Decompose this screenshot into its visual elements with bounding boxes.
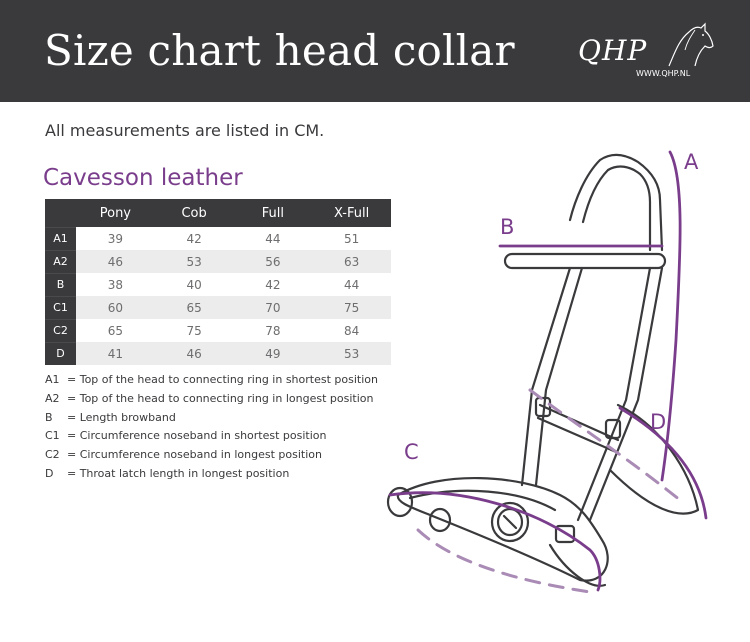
legend-text: = Circumference noseband in longest posi… bbox=[67, 448, 322, 462]
legend-code: D bbox=[45, 466, 54, 480]
buckle-left bbox=[534, 396, 552, 418]
noseband-inner bbox=[408, 489, 557, 512]
table-cell: 42 bbox=[154, 227, 234, 250]
table-cell: 46 bbox=[76, 250, 155, 273]
ring-left bbox=[386, 486, 414, 518]
ring-hook bbox=[502, 514, 518, 530]
head-collar-diagram: A B C D bbox=[380, 140, 740, 610]
row-label: D bbox=[45, 341, 76, 365]
label-b: B bbox=[500, 215, 515, 239]
crownpiece-strap bbox=[568, 153, 664, 252]
table-cell: 75 bbox=[312, 296, 391, 319]
column-header: Pony bbox=[76, 199, 155, 227]
legend-text: = Length browband bbox=[67, 410, 176, 424]
table-cell: 46 bbox=[154, 342, 234, 365]
table-cell: 53 bbox=[154, 250, 234, 273]
cheek-strap-left bbox=[520, 266, 572, 487]
table-cell: 51 bbox=[312, 227, 391, 250]
measure-line-a bbox=[660, 150, 682, 482]
table-cell: 38 bbox=[76, 273, 155, 296]
legend-code: B bbox=[45, 410, 53, 424]
legend-code: A1 bbox=[45, 373, 60, 386]
table-cell: 40 bbox=[154, 273, 234, 296]
table-row: C1 60 65 70 75 bbox=[45, 295, 391, 319]
table-cell: 44 bbox=[312, 273, 391, 296]
table-row: C2 65 75 78 84 bbox=[45, 318, 391, 342]
table-cell: 84 bbox=[312, 319, 391, 342]
ring-center bbox=[490, 501, 530, 543]
table-row: A1 39 42 44 51 bbox=[45, 226, 391, 250]
legend-item: B = Length browband bbox=[45, 409, 378, 428]
buckle-right bbox=[604, 418, 622, 440]
browband bbox=[503, 252, 667, 270]
row-label: B bbox=[45, 272, 76, 296]
label-c: C bbox=[404, 440, 419, 464]
legend-item: C1 = Circumference noseband in shortest p… bbox=[45, 427, 378, 446]
table-cell: 53 bbox=[312, 342, 391, 365]
legend-item: D = Throat latch length in longest positi… bbox=[45, 465, 378, 484]
legend-code: C1 bbox=[45, 429, 60, 443]
page-title: Size chart head collar bbox=[44, 26, 515, 75]
cheek-strap-right-inner bbox=[576, 266, 652, 522]
intro-text: All measurements are listed in CM. bbox=[45, 121, 325, 140]
table-cell: 41 bbox=[76, 342, 155, 365]
measure-line-c-dashed bbox=[416, 528, 592, 594]
label-a: A bbox=[684, 150, 699, 174]
table-row: A2 46 53 56 63 bbox=[45, 249, 391, 273]
row-label: C2 bbox=[45, 318, 76, 342]
measurement-legend: A1 = Top of the head to connecting ring i… bbox=[45, 371, 378, 484]
corner-cell bbox=[45, 199, 76, 227]
qhp-logo: QHP WWW.QHP.NL bbox=[570, 22, 720, 86]
label-d: D bbox=[650, 410, 667, 434]
table-cell: 78 bbox=[233, 319, 313, 342]
table-cell: 65 bbox=[76, 319, 155, 342]
legend-code: C2 bbox=[45, 448, 60, 462]
head-collar-illustration bbox=[386, 150, 708, 594]
cheek-strap-right bbox=[588, 266, 664, 522]
legend-text: = Circumference noseband in shortest pos… bbox=[67, 429, 327, 443]
size-table: Pony Cob Full X-Full A1 39 42 44 51 A2 4… bbox=[45, 199, 391, 365]
logo-url: WWW.QHP.NL bbox=[636, 69, 691, 78]
table-cell: 42 bbox=[233, 273, 313, 296]
table-cell: 75 bbox=[154, 319, 234, 342]
cheek-strap-left-inner bbox=[534, 266, 584, 487]
crownpiece-inner bbox=[581, 165, 652, 252]
table-cell: 70 bbox=[233, 296, 313, 319]
table-row: D 41 46 49 53 bbox=[45, 341, 391, 365]
throat-connector-2 bbox=[536, 416, 618, 454]
table-cell: 56 bbox=[233, 250, 313, 273]
legend-text: = Throat latch length in longest positio… bbox=[67, 466, 290, 480]
row-label: C1 bbox=[45, 295, 76, 319]
legend-code: A2 bbox=[45, 391, 60, 405]
horse-head-icon bbox=[668, 22, 714, 67]
legend-item: A2 = Top of the head to connecting ring i… bbox=[45, 390, 378, 409]
legend-item: A1 = Top of the head to connecting ring i… bbox=[45, 371, 378, 390]
noseband-buckle bbox=[554, 524, 576, 544]
measure-line-d bbox=[618, 406, 708, 520]
legend-text: = Top of the head to connecting ring in … bbox=[67, 373, 378, 386]
section-title: Cavesson leather bbox=[43, 165, 243, 191]
table-cell: 65 bbox=[154, 296, 234, 319]
legend-text: = Top of the head to connecting ring in … bbox=[67, 391, 374, 405]
legend-item: C2 = Circumference noseband in longest po… bbox=[45, 446, 378, 465]
ring-small bbox=[428, 507, 452, 533]
table-cell: 44 bbox=[233, 227, 313, 250]
table-row: B 38 40 42 44 bbox=[45, 272, 391, 296]
table-cell: 39 bbox=[76, 227, 155, 250]
column-header: X-Full bbox=[312, 199, 391, 227]
table-cell: 63 bbox=[312, 250, 391, 273]
table-cell: 49 bbox=[233, 342, 313, 365]
logo-text: QHP bbox=[578, 34, 648, 67]
table-header-row: Pony Cob Full X-Full bbox=[45, 199, 391, 227]
row-label: A1 bbox=[45, 226, 76, 250]
column-header: Full bbox=[233, 199, 313, 227]
table-cell: 60 bbox=[76, 296, 155, 319]
measure-line-c bbox=[388, 491, 602, 592]
column-header: Cob bbox=[154, 199, 234, 227]
row-label: A2 bbox=[45, 249, 76, 273]
header-banner: Size chart head collar QHP WWW.QHP.NL bbox=[0, 0, 750, 102]
